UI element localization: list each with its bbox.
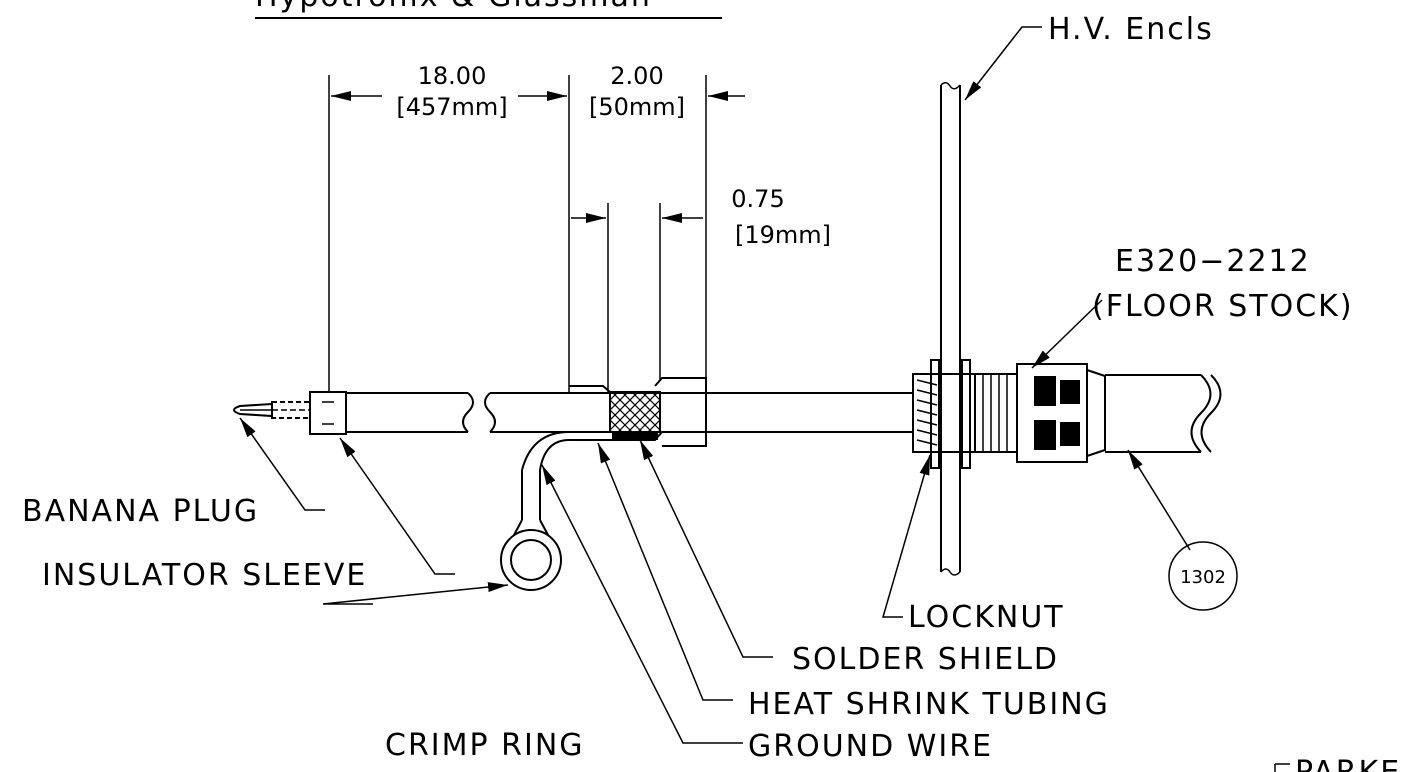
cable-right-segment — [1105, 374, 1222, 453]
dim-075-metric: [19mm] — [735, 221, 831, 249]
label-insulator-sleeve: INSULATOR SLEEVE — [42, 558, 367, 593]
label-banana-plug: BANANA PLUG — [22, 494, 259, 529]
label-part-note: (FLOOR STOCK) — [1092, 289, 1354, 324]
label-ground-wire: GROUND WIRE — [748, 729, 993, 764]
crimp-ring — [500, 519, 562, 591]
locknut — [912, 359, 976, 469]
label-heat-shrink: HEAT SHRINK TUBING — [748, 687, 1110, 722]
cable-main-segment — [484, 392, 913, 433]
balloon-circle — [1168, 541, 1238, 611]
label-solder-shield: SOLDER SHIELD — [792, 642, 1059, 677]
label-crimp-ring: CRIMP RING — [385, 728, 585, 763]
dimension-2: 2.00 [50mm] — [589, 62, 745, 380]
callout-leaders — [239, 26, 1191, 744]
ground-wire — [521, 431, 570, 520]
dim-18-metric: [457mm] — [396, 93, 507, 121]
item-balloon: 1302 — [1168, 541, 1238, 611]
balloon-number: 1302 — [1180, 567, 1226, 588]
dim-2-value: 2.00 — [610, 62, 663, 90]
cable-gland — [974, 363, 1106, 463]
header-title-text: Hypotronix & Glassman — [255, 0, 652, 14]
header-title: Hypotronix & Glassman — [255, 0, 722, 19]
label-part-number: E320−2212 — [1115, 244, 1311, 279]
corner-fragment: PARKE — [1274, 755, 1401, 772]
dim-18-value: 18.00 — [418, 62, 487, 90]
dimension-075: 0.75 [19mm] — [571, 185, 831, 392]
solder-shield — [609, 391, 661, 440]
insulator-sleeve — [309, 391, 347, 435]
label-locknut: LOCKNUT — [908, 600, 1065, 635]
cable-left-segment — [346, 392, 474, 433]
label-hv-enclosure: H.V. Encls — [1048, 12, 1214, 47]
corner-fragment-text: PARKE — [1295, 755, 1401, 772]
banana-plug — [233, 401, 311, 419]
dimension-18: 18.00 [457mm] — [328, 62, 570, 392]
dim-2-metric: [50mm] — [589, 93, 685, 121]
hv-enclosure-wall — [940, 82, 961, 576]
dim-075-value: 0.75 — [731, 185, 784, 213]
